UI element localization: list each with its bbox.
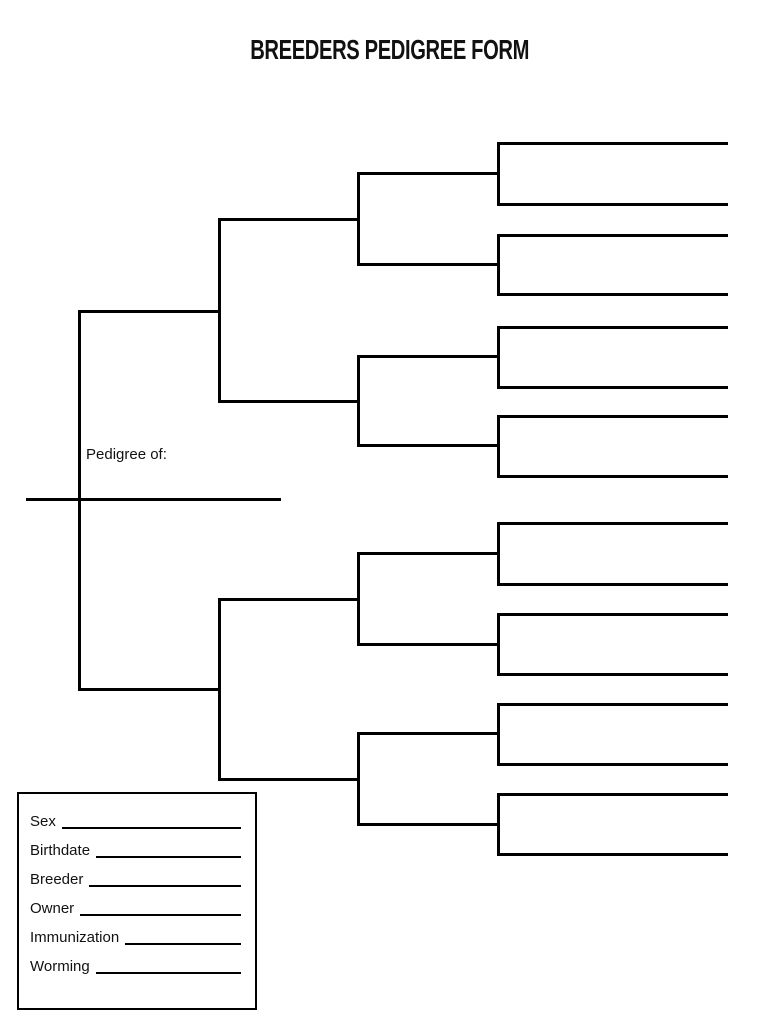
connector-gen5-pair-8 [497,793,500,856]
worming-label: Worming [30,958,90,975]
gen5-ancestor-entry-line-15[interactable] [497,793,728,796]
gen4-ancestor-entry-line-4[interactable] [357,444,499,447]
info-row-worming: Worming [30,959,241,975]
gen5-ancestor-entry-line-8[interactable] [497,475,728,478]
connector-dam-parents [218,598,221,781]
gen4-ancestor-entry-line-8[interactable] [357,823,499,826]
page-title: BREEDERS PEDIGREE FORM [0,36,770,64]
info-row-immunization: Immunization [30,930,241,946]
sires-sire-entry-line[interactable] [218,218,359,221]
sire-entry-line[interactable] [78,310,220,313]
gen5-ancestor-entry-line-13[interactable] [497,703,728,706]
info-row-breeder: Breeder [30,872,241,888]
gen4-ancestor-entry-line-5[interactable] [357,552,499,555]
dams-sire-entry-line[interactable] [218,598,359,601]
connector-gen4-pair-1 [357,172,360,266]
connector-gen5-pair-6 [497,613,500,676]
info-row-sex: Sex [30,814,241,830]
gen5-ancestor-entry-line-9[interactable] [497,522,728,525]
sex-label: Sex [30,813,56,830]
info-row-owner: Owner [30,901,241,917]
breeder-label: Breeder [30,871,84,888]
connector-gen4-pair-3 [357,552,360,646]
connector-gen5-pair-7 [497,703,500,766]
connector-parents [78,310,81,691]
connector-gen5-pair-4 [497,415,500,478]
connector-gen5-pair-2 [497,234,500,296]
birthdate-label: Birthdate [30,842,91,859]
connector-gen5-pair-1 [497,142,500,206]
sires-dam-entry-line[interactable] [218,400,359,403]
gen4-ancestor-entry-line-2[interactable] [357,263,499,266]
gen5-ancestor-entry-line-5[interactable] [497,326,728,329]
worming-entry-line[interactable] [95,959,241,974]
gen5-ancestor-entry-line-1[interactable] [497,142,728,145]
immunization-label: Immunization [30,929,120,946]
connector-gen4-pair-4 [357,732,360,826]
gen5-ancestor-entry-line-16[interactable] [497,853,728,856]
owner-entry-line[interactable] [80,901,241,916]
sex-entry-line[interactable] [61,814,241,829]
dam-entry-line[interactable] [78,688,220,691]
info-row-birthdate: Birthdate [30,843,241,859]
gen5-ancestor-entry-line-12[interactable] [497,673,728,676]
gen5-ancestor-entry-line-14[interactable] [497,763,728,766]
gen5-ancestor-entry-line-4[interactable] [497,293,728,296]
gen5-ancestor-entry-line-10[interactable] [497,583,728,586]
pedigree-of-label: Pedigree of: [86,446,167,463]
subject-entry-line[interactable] [26,498,281,501]
connector-gen5-pair-3 [497,326,500,389]
connector-sire-parents [218,218,221,403]
gen4-ancestor-entry-line-6[interactable] [357,643,499,646]
birthdate-entry-line[interactable] [96,843,241,858]
connector-gen4-pair-2 [357,355,360,447]
breeder-entry-line[interactable] [89,872,241,887]
gen4-ancestor-entry-line-3[interactable] [357,355,499,358]
dams-dam-entry-line[interactable] [218,778,359,781]
connector-gen5-pair-5 [497,522,500,586]
gen4-ancestor-entry-line-7[interactable] [357,732,499,735]
gen4-ancestor-entry-line-1[interactable] [357,172,499,175]
gen5-ancestor-entry-line-2[interactable] [497,203,728,206]
gen5-ancestor-entry-line-7[interactable] [497,415,728,418]
page-title-text: BREEDERS PEDIGREE FORM [250,34,530,65]
gen5-ancestor-entry-line-3[interactable] [497,234,728,237]
gen5-ancestor-entry-line-11[interactable] [497,613,728,616]
info-box: Sex Birthdate Breeder Owner Immunization… [17,792,257,1010]
owner-label: Owner [30,900,75,917]
immunization-entry-line[interactable] [125,930,241,945]
gen5-ancestor-entry-line-6[interactable] [497,386,728,389]
